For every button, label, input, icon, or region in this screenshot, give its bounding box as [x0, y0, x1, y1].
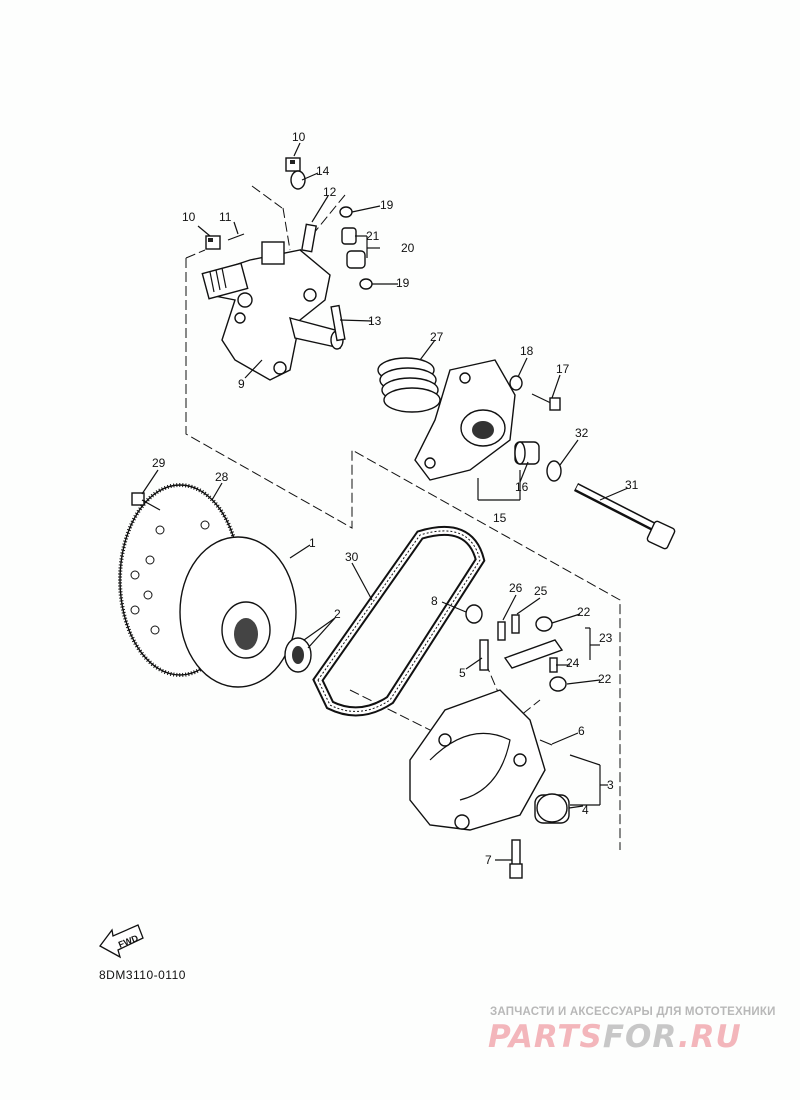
part-22-nut[interactable] — [535, 616, 553, 632]
callout-3: 3 — [607, 778, 614, 792]
callout-16: 16 — [515, 480, 529, 494]
callout-26: 26 — [509, 581, 523, 595]
callout-30: 30 — [345, 550, 359, 564]
part-23-link[interactable] — [503, 639, 564, 669]
part-10-weight[interactable] — [285, 157, 301, 172]
callout-19: 19 — [380, 198, 394, 212]
part-1-fixed-sheave[interactable] — [179, 536, 297, 688]
part-6-screw[interactable] — [539, 739, 553, 746]
part-31-long-bolt[interactable] — [573, 482, 676, 550]
callout-25: 25 — [534, 584, 548, 598]
callout-28: 28 — [215, 470, 229, 484]
part-29-bolt[interactable] — [131, 492, 161, 511]
part-7-bolt[interactable] — [509, 839, 523, 879]
part-15-cover[interactable] — [414, 359, 516, 481]
part-4-bushing[interactable] — [534, 793, 570, 824]
part-18-washer[interactable] — [509, 375, 523, 391]
part-24-pin[interactable] — [549, 657, 558, 673]
part-11-pin[interactable] — [227, 233, 245, 241]
diagram-code: 8DM3110-0110 — [99, 968, 186, 982]
part-25-pin[interactable] — [511, 614, 520, 634]
part-3-housing[interactable] — [409, 689, 546, 831]
part-27-spring[interactable] — [377, 357, 441, 413]
leader-lines — [141, 142, 629, 861]
callout-7: 7 — [485, 853, 492, 867]
callout-22-b: 22 — [598, 672, 612, 686]
watermark-logo-mid: FOR — [602, 1019, 678, 1055]
part-30-belt[interactable] — [312, 525, 486, 717]
part-22-nut-b[interactable] — [549, 676, 567, 692]
part-19-washer[interactable] — [339, 206, 353, 218]
callout-6: 6 — [578, 724, 585, 738]
part-9-hub[interactable] — [201, 241, 344, 381]
callout-1: 1 — [309, 536, 316, 550]
part-5-pin[interactable] — [479, 639, 489, 671]
part-19-washer-b[interactable] — [359, 278, 373, 290]
watermark-logo: PARTSFOR.RU — [488, 1019, 742, 1055]
part-16-bushing[interactable] — [514, 441, 540, 465]
part-10-weight-b[interactable] — [205, 235, 221, 250]
watermark-logo-left: PARTS — [488, 1019, 603, 1055]
callout-32: 32 — [575, 426, 589, 440]
callout-2: 2 — [334, 607, 341, 621]
part-14-bushing[interactable] — [290, 170, 306, 190]
part-8-bushing[interactable] — [465, 604, 483, 624]
callout-27: 27 — [430, 330, 444, 344]
callout-21: 21 — [366, 229, 380, 243]
callout-5: 5 — [459, 666, 466, 680]
part-21-collar[interactable] — [341, 227, 357, 245]
part-26-pin[interactable] — [497, 621, 506, 641]
callout-22: 22 — [577, 605, 591, 619]
callout-18: 18 — [520, 344, 534, 358]
watermark-subtitle: ЗАПЧАСТИ И АКСЕССУАРЫ ДЛЯ МОТОТЕХНИКИ — [490, 1006, 776, 1018]
callout-29: 29 — [152, 456, 166, 470]
callout-12: 12 — [323, 185, 337, 199]
callout-10-b: 10 — [182, 210, 196, 224]
callout-11: 11 — [219, 210, 232, 224]
part-32-washer[interactable] — [546, 460, 562, 482]
callout-8: 8 — [431, 594, 438, 608]
callout-17: 17 — [556, 362, 570, 376]
callout-9: 9 — [238, 377, 245, 391]
part-12-pin[interactable] — [301, 223, 317, 253]
callout-4: 4 — [582, 803, 589, 817]
callout-15: 15 — [493, 511, 507, 525]
callout-20: 20 — [401, 241, 415, 255]
callout-31: 31 — [625, 478, 639, 492]
callout-14: 14 — [316, 164, 330, 178]
callout-23: 23 — [599, 631, 613, 645]
part-20-roller[interactable] — [346, 250, 366, 269]
callout-10: 10 — [292, 130, 306, 144]
callout-19-b: 19 — [396, 276, 410, 290]
part-17-bolt[interactable] — [531, 393, 561, 411]
part-13-bolt[interactable] — [330, 304, 346, 342]
callout-13: 13 — [368, 314, 382, 328]
part-2-collar[interactable] — [284, 637, 312, 673]
callout-24: 24 — [566, 656, 580, 670]
watermark-logo-right: .RU — [677, 1019, 742, 1055]
forward-arrow-icon: FWD — [99, 924, 144, 959]
